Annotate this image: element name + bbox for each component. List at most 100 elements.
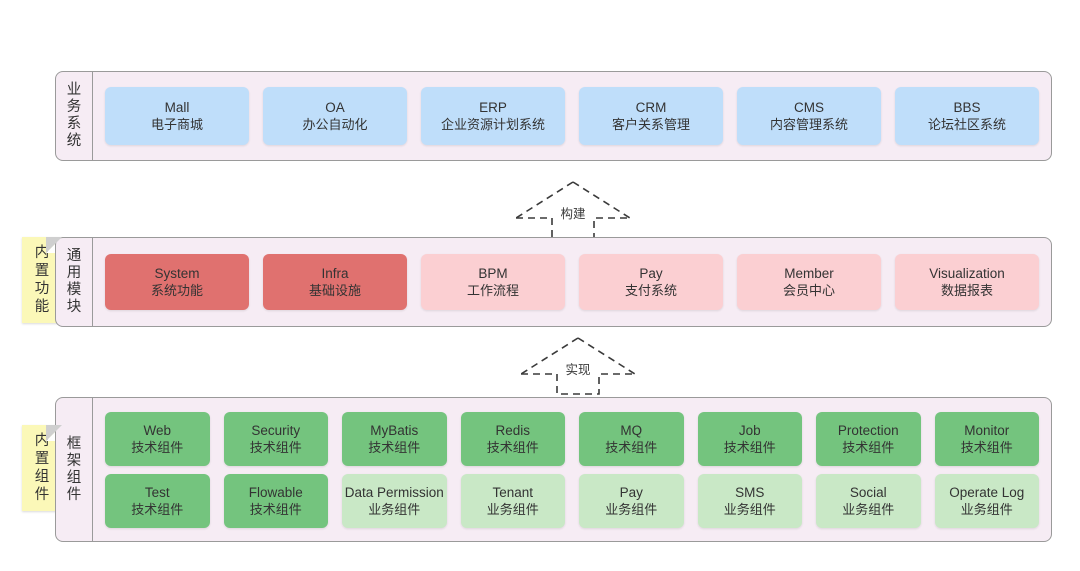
box-title: SMS bbox=[735, 484, 765, 500]
sticky-note-builtin-function: 内置功能 bbox=[22, 237, 62, 323]
connector-build-label: 构建 bbox=[560, 207, 586, 221]
box-mybatis[interactable]: MyBatis 技术组件 bbox=[342, 411, 447, 466]
box-subtitle: 工作流程 bbox=[466, 283, 519, 298]
box-title: Security bbox=[251, 422, 301, 438]
layer-business-systems: 业务系统 Mall 电子商城 OA 办公自动化 ERP 企业资源计划系统 CRM bbox=[55, 71, 1052, 161]
box-title: Redis bbox=[495, 422, 530, 438]
box-operate-log[interactable]: Operate Log 业务组件 bbox=[934, 473, 1039, 528]
box-subtitle: 业务组件 bbox=[605, 501, 658, 517]
box-mall[interactable]: Mall 电子商城 bbox=[105, 87, 249, 145]
box-bbs[interactable]: BBS 论坛社区系统 bbox=[895, 87, 1039, 145]
box-subtitle: 业务组件 bbox=[960, 501, 1013, 517]
box-subtitle: 支付系统 bbox=[624, 283, 677, 298]
box-member[interactable]: Member 会员中心 bbox=[737, 254, 881, 310]
box-subtitle: 技术组件 bbox=[605, 439, 658, 455]
box-title: Member bbox=[784, 266, 834, 281]
layer-body-business: Mall 电子商城 OA 办公自动化 ERP 企业资源计划系统 CRM 客户关系… bbox=[93, 72, 1051, 160]
layer-framework-components: 框架组件 Web 技术组件 Security 技术组件 MyBatis 技术组件… bbox=[55, 397, 1052, 542]
box-subtitle: 数据报表 bbox=[940, 283, 993, 298]
box-subtitle: 业务组件 bbox=[368, 501, 421, 517]
box-data-permission[interactable]: Data Permission 业务组件 bbox=[342, 473, 447, 528]
box-title: Pay bbox=[619, 484, 643, 500]
framework-row-technical: Web 技术组件 Security 技术组件 MyBatis 技术组件 Redi… bbox=[105, 411, 1039, 466]
box-title: Web bbox=[143, 422, 171, 438]
box-title: System bbox=[154, 266, 200, 281]
dashed-up-arrow-icon bbox=[520, 337, 636, 395]
box-subtitle: 技术组件 bbox=[131, 439, 184, 455]
box-pay-component[interactable]: Pay 业务组件 bbox=[579, 473, 684, 528]
box-subtitle: 技术组件 bbox=[249, 439, 302, 455]
box-bpm[interactable]: BPM 工作流程 bbox=[421, 254, 565, 310]
box-title: Tenant bbox=[492, 484, 534, 500]
box-title: ERP bbox=[479, 100, 507, 115]
box-subtitle: 技术组件 bbox=[368, 439, 421, 455]
box-subtitle: 技术组件 bbox=[486, 439, 539, 455]
layer-body-framework: Web 技术组件 Security 技术组件 MyBatis 技术组件 Redi… bbox=[93, 398, 1051, 541]
layer-body-common: System 系统功能 Infra 基础设施 BPM 工作流程 Pay 支付系统… bbox=[93, 238, 1051, 326]
box-title: Operate Log bbox=[949, 484, 1025, 500]
box-redis[interactable]: Redis 技术组件 bbox=[460, 411, 565, 466]
box-flowable[interactable]: Flowable 技术组件 bbox=[223, 473, 328, 528]
box-subtitle: 技术组件 bbox=[131, 501, 184, 517]
layer-label-framework-text: 框架组件 bbox=[66, 435, 82, 503]
box-title: Mall bbox=[164, 100, 190, 115]
box-subtitle: 内容管理系统 bbox=[769, 117, 848, 132]
box-job[interactable]: Job 技术组件 bbox=[697, 411, 802, 466]
box-title: Infra bbox=[321, 266, 349, 281]
box-title: MQ bbox=[620, 422, 643, 438]
box-mq[interactable]: MQ 技术组件 bbox=[579, 411, 684, 466]
box-subtitle: 客户关系管理 bbox=[611, 117, 690, 132]
box-subtitle: 业务组件 bbox=[842, 501, 895, 517]
box-title: CRM bbox=[635, 100, 667, 115]
box-test[interactable]: Test 技术组件 bbox=[105, 473, 210, 528]
box-tenant[interactable]: Tenant 业务组件 bbox=[460, 473, 565, 528]
box-subtitle: 电子商城 bbox=[150, 117, 203, 132]
box-system[interactable]: System 系统功能 bbox=[105, 254, 249, 310]
box-infra[interactable]: Infra 基础设施 bbox=[263, 254, 407, 310]
box-subtitle: 业务组件 bbox=[723, 501, 776, 517]
box-pay-module[interactable]: Pay 支付系统 bbox=[579, 254, 723, 310]
box-title: Protection bbox=[837, 422, 899, 438]
box-subtitle: 会员中心 bbox=[782, 283, 835, 298]
connector-implement: 实现 bbox=[513, 334, 643, 396]
box-subtitle: 基础设施 bbox=[308, 283, 361, 298]
box-web[interactable]: Web 技术组件 bbox=[105, 411, 210, 466]
layer-label-common-text: 通用模块 bbox=[66, 248, 82, 315]
box-title: Test bbox=[144, 484, 170, 500]
box-erp[interactable]: ERP 企业资源计划系统 bbox=[421, 87, 565, 145]
box-subtitle: 系统功能 bbox=[150, 283, 203, 298]
box-oa[interactable]: OA 办公自动化 bbox=[263, 87, 407, 145]
business-row: Mall 电子商城 OA 办公自动化 ERP 企业资源计划系统 CRM 客户关系… bbox=[105, 87, 1039, 145]
layer-label-business: 业务系统 bbox=[56, 72, 93, 160]
box-title: Social bbox=[849, 484, 887, 500]
common-row: System 系统功能 Infra 基础设施 BPM 工作流程 Pay 支付系统… bbox=[105, 254, 1039, 310]
box-sms[interactable]: SMS 业务组件 bbox=[697, 473, 802, 528]
box-monitor[interactable]: Monitor 技术组件 bbox=[934, 411, 1039, 466]
box-cms[interactable]: CMS 内容管理系统 bbox=[737, 87, 881, 145]
box-title: Job bbox=[738, 422, 761, 438]
box-subtitle: 技术组件 bbox=[960, 439, 1013, 455]
box-title: Monitor bbox=[964, 422, 1010, 438]
layer-label-common: 通用模块 bbox=[56, 238, 93, 326]
box-title: CMS bbox=[794, 100, 824, 115]
connector-implement-label: 实现 bbox=[565, 363, 591, 377]
layer-label-business-text: 业务系统 bbox=[66, 82, 82, 149]
box-security[interactable]: Security 技术组件 bbox=[223, 411, 328, 466]
box-title: Flowable bbox=[248, 484, 303, 500]
box-visualization[interactable]: Visualization 数据报表 bbox=[895, 254, 1039, 310]
box-subtitle: 业务组件 bbox=[486, 501, 539, 517]
box-title: BPM bbox=[478, 266, 508, 281]
box-title: BBS bbox=[953, 100, 981, 115]
box-subtitle: 论坛社区系统 bbox=[927, 117, 1006, 132]
box-protection[interactable]: Protection 技术组件 bbox=[816, 411, 921, 466]
box-social[interactable]: Social 业务组件 bbox=[816, 473, 921, 528]
box-subtitle: 办公自动化 bbox=[302, 117, 368, 132]
box-subtitle: 技术组件 bbox=[249, 501, 302, 517]
box-title: Data Permission bbox=[344, 484, 444, 500]
connector-build: 构建 bbox=[508, 178, 638, 240]
framework-row-business: Test 技术组件 Flowable 技术组件 Data Permission … bbox=[105, 473, 1039, 528]
box-crm[interactable]: CRM 客户关系管理 bbox=[579, 87, 723, 145]
sticky-note-builtin-function-text: 内置功能 bbox=[34, 245, 50, 315]
sticky-note-builtin-component-text: 内置组件 bbox=[34, 433, 50, 503]
